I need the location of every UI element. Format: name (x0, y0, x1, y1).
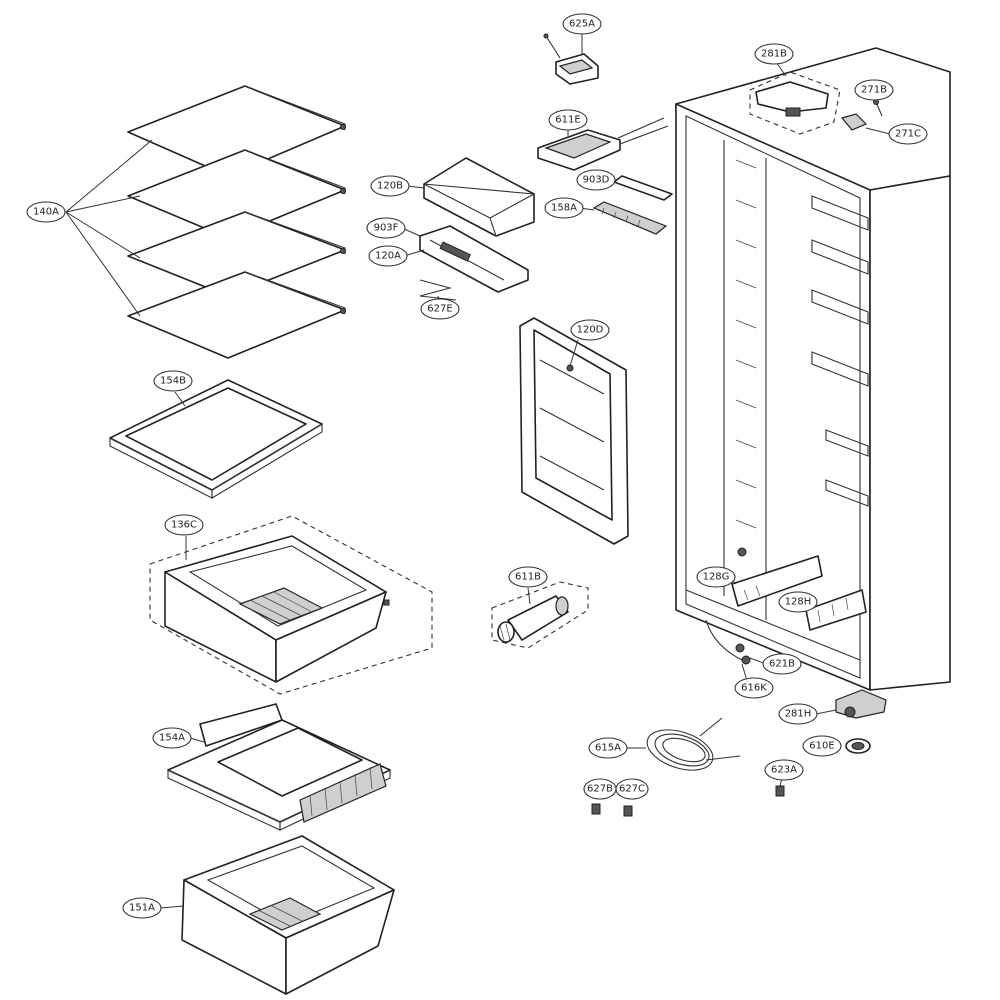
label-128H: 128H (785, 597, 812, 608)
callout-611B[interactable]: 611B (508, 566, 548, 588)
callout-610E[interactable]: 610E (802, 735, 842, 757)
label-903D: 903D (583, 175, 610, 186)
callout-903D[interactable]: 903D (576, 169, 616, 191)
callout-151A[interactable]: 151A (122, 897, 162, 919)
valve-module[interactable] (543, 33, 599, 85)
water-tube-connector[interactable] (705, 619, 767, 685)
label-610E: 610E (809, 741, 834, 752)
tube-clip-623a[interactable] (775, 777, 785, 797)
callout-136C[interactable]: 136C (164, 514, 204, 536)
callout-120A[interactable]: 120A (368, 245, 408, 267)
water-tube-coil[interactable] (626, 717, 741, 778)
label-623A: 623A (771, 765, 797, 776)
label-140A: 140A (33, 207, 59, 218)
label-158A: 158A (551, 203, 577, 214)
label-120A: 120A (375, 251, 401, 262)
lower-drawer-grid (248, 897, 322, 931)
callout-154B[interactable]: 154B (153, 370, 193, 392)
glass-shelf-1[interactable] (127, 85, 346, 177)
glass-shelf-4[interactable] (127, 271, 346, 359)
callout-120D[interactable]: 120D (570, 319, 610, 341)
label-128G: 128G (703, 572, 730, 583)
top-hinge-bracket[interactable] (840, 113, 891, 135)
label-627B: 627B (587, 784, 613, 795)
drawer-tray[interactable] (167, 703, 391, 831)
crisper-drawer-grid (238, 587, 324, 625)
callout-623A[interactable]: 623A (764, 759, 804, 781)
callout-621B[interactable]: 621B (762, 653, 802, 675)
callout-627E[interactable]: 627E (420, 298, 460, 320)
hinge-washer[interactable] (845, 738, 871, 754)
glass-shelf-2[interactable] (127, 149, 346, 239)
callout-140A[interactable]: 140A (26, 201, 66, 223)
label-136C: 136C (171, 520, 197, 531)
callout-271B[interactable]: 271B (854, 79, 894, 101)
label-281H: 281H (785, 709, 812, 720)
ice-bin-cover[interactable] (407, 157, 536, 237)
callout-154A[interactable]: 154A (152, 727, 192, 749)
callout-616K[interactable]: 616K (734, 677, 774, 699)
hinge-top-assembly[interactable] (749, 61, 841, 135)
lower-drawer[interactable] (159, 835, 395, 995)
crisper-cover-frame[interactable] (109, 379, 323, 499)
label-120B: 120B (377, 181, 403, 192)
lamp-bar[interactable] (579, 201, 668, 235)
glass-shelves-group (65, 85, 346, 359)
label-616K: 616K (741, 683, 767, 694)
callout-120B[interactable]: 120B (370, 175, 410, 197)
label-154A: 154A (159, 733, 185, 744)
callout-615A[interactable]: 615A (588, 737, 628, 759)
label-627C: 627C (619, 784, 645, 795)
callout-903F[interactable]: 903F (366, 217, 406, 239)
callout-128G[interactable]: 128G (696, 566, 736, 588)
callout-158A[interactable]: 158A (544, 197, 584, 219)
label-621B: 621B (769, 659, 795, 670)
refrigerator-cabinet (675, 47, 951, 691)
bottom-hinge[interactable] (815, 689, 887, 719)
door-liner-panel[interactable] (519, 317, 629, 545)
label-611E: 611E (555, 115, 580, 126)
callout-627B[interactable]: 627B (583, 778, 617, 800)
label-151A: 151A (129, 903, 155, 914)
label-120D: 120D (577, 325, 604, 336)
cabinet-right-shelves (811, 195, 869, 507)
water-filter[interactable] (491, 581, 589, 649)
callout-281B[interactable]: 281B (754, 43, 794, 65)
label-154B: 154B (160, 376, 186, 387)
label-627E: 627E (427, 304, 452, 315)
callout-625A[interactable]: 625A (562, 13, 602, 35)
callout-271C[interactable]: 271C (888, 123, 928, 145)
label-611B: 611B (515, 572, 541, 583)
callout-128H[interactable]: 128H (778, 591, 818, 613)
glass-shelf-3[interactable] (127, 211, 346, 297)
tube-clip-627c[interactable] (623, 805, 633, 817)
callout-627C[interactable]: 627C (615, 778, 649, 800)
label-281B: 281B (761, 49, 787, 60)
tube-clip-627b[interactable] (591, 803, 601, 815)
crisper-drawer-upper[interactable] (149, 515, 433, 695)
label-271B: 271B (861, 85, 887, 96)
ice-bin-tray[interactable] (401, 225, 529, 293)
callout-611E[interactable]: 611E (548, 109, 588, 131)
drawer-rail-right[interactable] (805, 589, 867, 631)
cabinet-left-rails (735, 159, 757, 529)
callout-281H[interactable]: 281H (778, 703, 818, 725)
label-903F: 903F (374, 223, 399, 234)
label-625A: 625A (569, 19, 595, 30)
heater-strip[interactable] (613, 175, 673, 201)
label-615A: 615A (595, 743, 621, 754)
label-271C: 271C (895, 129, 921, 140)
